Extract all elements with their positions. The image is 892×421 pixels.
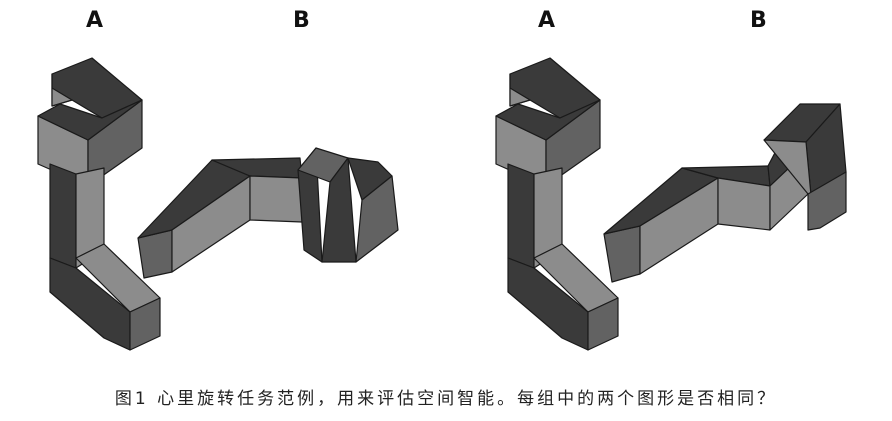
pair2-a-hook-inner xyxy=(509,73,531,107)
pair2-a-column-front xyxy=(507,163,535,269)
pair1-a-upper-top xyxy=(37,99,143,141)
pair1-a-arm-side xyxy=(129,297,161,351)
pair2-b-flat-front xyxy=(717,177,771,231)
pair1-shape-a xyxy=(37,57,161,351)
pair1-a-column-front xyxy=(49,163,77,269)
pair1-label-a: A xyxy=(86,8,104,33)
pair2-shape-a xyxy=(495,57,619,351)
pair2-b-end-front xyxy=(603,225,641,283)
pair2-label-b: B xyxy=(750,8,767,33)
pair1-b-mid-front xyxy=(249,175,303,223)
pair1-a-hook-inner xyxy=(51,73,73,107)
block-shapes xyxy=(37,57,847,351)
pair2-a-upper-top xyxy=(495,99,601,141)
pair1-shape-b xyxy=(137,147,399,279)
pair2-shape-b xyxy=(603,103,847,283)
pair2-b-cap-lower xyxy=(807,171,847,231)
pair2-label-a: A xyxy=(538,8,556,33)
pair1-label-b: B xyxy=(293,8,310,33)
pair1-b-hook-side xyxy=(355,175,399,263)
figure-caption: 图1 心里旋转任务范例，用来评估空间智能。每组中的两个图形是否相同？ xyxy=(114,389,778,409)
pair2-a-arm-side xyxy=(587,297,619,351)
